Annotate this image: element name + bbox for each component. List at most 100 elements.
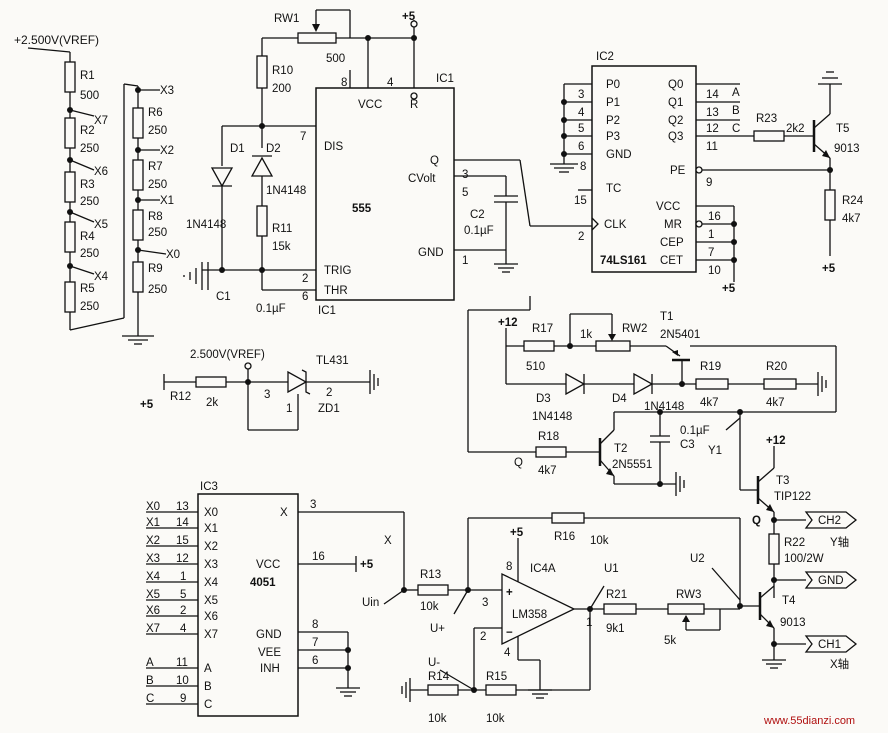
ic3-input-c: C xyxy=(146,693,154,705)
ic1-pin-q: Q xyxy=(430,155,439,167)
rw3-value: 5k xyxy=(664,635,676,647)
r16-ref: R16 xyxy=(554,531,575,543)
resistor-r20 xyxy=(763,378,797,390)
output-b-label: B xyxy=(732,105,740,117)
r23-value: 2k2 xyxy=(786,123,805,135)
r14-value: 10k xyxy=(428,713,447,725)
r8-ref: R8 xyxy=(148,211,163,223)
ic2-pin-p2: P2 xyxy=(606,115,620,127)
ic3-pinnum-13: 13 xyxy=(176,501,189,513)
r1-value: 500 xyxy=(80,90,99,102)
ic2-pin-pe: PE xyxy=(670,165,686,177)
ic3-pin-x: X xyxy=(280,507,288,519)
r20-value: 4k7 xyxy=(766,397,785,409)
rw1-value: 500 xyxy=(326,53,345,65)
resistor-r2 xyxy=(64,117,76,149)
r10-value: 200 xyxy=(272,83,291,95)
ic2-part: 74LS161 xyxy=(600,255,647,267)
r1-ref: R1 xyxy=(80,70,95,82)
ic2-pin-clk: CLK xyxy=(604,219,627,231)
uplus-label: U+ xyxy=(430,623,445,635)
ic2-pinnum-4: 4 xyxy=(578,107,585,119)
vref-label: +2.500V(VREF) xyxy=(14,33,99,47)
ic2-pin-p1: P1 xyxy=(606,97,620,109)
ic3-pinnum-3: 3 xyxy=(310,499,316,511)
x-net-label: X xyxy=(384,535,392,547)
ic3-input-b: B xyxy=(146,675,154,687)
resistor-r18 xyxy=(535,446,567,458)
t5-ref: T5 xyxy=(836,123,849,135)
connector-ch2[interactable] xyxy=(804,511,858,529)
u1-label: U1 xyxy=(604,563,619,575)
rw2-value: 1k xyxy=(580,329,592,341)
d4-ref: D4 xyxy=(612,393,627,405)
ic3-pinnum-4: 4 xyxy=(180,623,187,635)
resistor-divider: +2.500V(VREF) R1 500 R2 250 R3 250 R4 25… xyxy=(14,33,180,345)
tl431-vref-label: 2.500V(VREF) xyxy=(190,349,265,361)
r20-ref: R20 xyxy=(766,361,787,373)
ic3-pin-x1: X1 xyxy=(204,523,218,535)
c2-ref: C2 xyxy=(470,209,485,221)
ic3-pinnum-12: 12 xyxy=(176,553,189,565)
opamp-ic4a xyxy=(501,572,576,646)
tap-x4: X4 xyxy=(94,271,109,283)
ic3-pinnum-9: 9 xyxy=(180,693,186,705)
rw3-ref: RW3 xyxy=(676,589,701,601)
rw1-ref: RW1 xyxy=(274,13,299,25)
resistor-r5 xyxy=(64,281,76,313)
ic3-pin-x2: X2 xyxy=(204,541,218,553)
d2-ref: D2 xyxy=(266,143,281,155)
ic1-pinnum-5: 5 xyxy=(462,187,468,199)
r4-value: 250 xyxy=(80,248,99,260)
ic3-ref: IC3 xyxy=(200,481,218,493)
d3-ref: D3 xyxy=(536,393,551,405)
ic2-pinnum-12: 12 xyxy=(706,123,719,135)
output-c-label: C xyxy=(732,123,740,135)
r4-ref: R4 xyxy=(80,231,95,243)
ic2-pinnum-14: 14 xyxy=(706,89,719,101)
ic3-input-a: A xyxy=(146,657,154,669)
timer-555-block: IC1 IC1 555 DIS VCC R Q CVolt GND TRIG T… xyxy=(183,9,592,317)
ic3-pin-x6: X6 xyxy=(204,611,218,623)
ic2-pin-q1: Q1 xyxy=(668,97,683,109)
resistor-r24 xyxy=(824,189,836,221)
zener-zd1 xyxy=(287,370,308,394)
resistor-r4 xyxy=(64,221,76,253)
r24-supply: +5 xyxy=(822,263,836,275)
r5-value: 250 xyxy=(80,301,99,313)
ic3-pin-b: B xyxy=(204,681,212,693)
y1-ref: Y1 xyxy=(708,445,722,457)
r5-ref: R5 xyxy=(80,283,95,295)
r14-ref: R14 xyxy=(428,671,450,683)
resistor-r13 xyxy=(417,584,449,596)
tap-x2: X2 xyxy=(160,145,174,157)
t4-part: 9013 xyxy=(780,617,806,629)
ic3-pinnum-11: 11 xyxy=(176,657,188,669)
tap-x0: X0 xyxy=(166,249,180,261)
ic2-pinnum-10: 10 xyxy=(708,265,721,277)
ic3-pin-x0: X0 xyxy=(204,507,218,519)
tap-x7: X7 xyxy=(94,115,108,127)
d4-part: 1N4148 xyxy=(644,401,684,413)
ic2-pinnum-1: 1 xyxy=(708,229,714,241)
connector-ch1[interactable] xyxy=(804,635,858,653)
ic2-pinnum-5: 5 xyxy=(578,123,584,135)
ic2-pin-vcc: VCC xyxy=(656,201,680,213)
ic1-pin-thr: THR xyxy=(324,285,348,297)
ic1-ref-bottom: IC1 xyxy=(318,305,336,317)
r10-ref: R10 xyxy=(272,65,293,77)
uin-label: Uin xyxy=(362,597,379,609)
ic4a-ref: IC4A xyxy=(530,563,556,575)
ch1-axis: X轴 xyxy=(830,657,849,671)
ic3-pin-a: A xyxy=(204,663,212,675)
ic3-input-x4: X4 xyxy=(146,571,161,583)
r6-value: 250 xyxy=(148,125,167,137)
ic3-4051-body xyxy=(197,493,299,717)
ic3-pinnum-5: 5 xyxy=(180,589,186,601)
connector-gnd[interactable] xyxy=(804,571,858,589)
r19-ref: R19 xyxy=(700,361,721,373)
ic4a-plus: + xyxy=(506,587,513,599)
ic1-pinnum-3: 3 xyxy=(462,169,468,181)
t2-ref: T2 xyxy=(614,443,627,455)
